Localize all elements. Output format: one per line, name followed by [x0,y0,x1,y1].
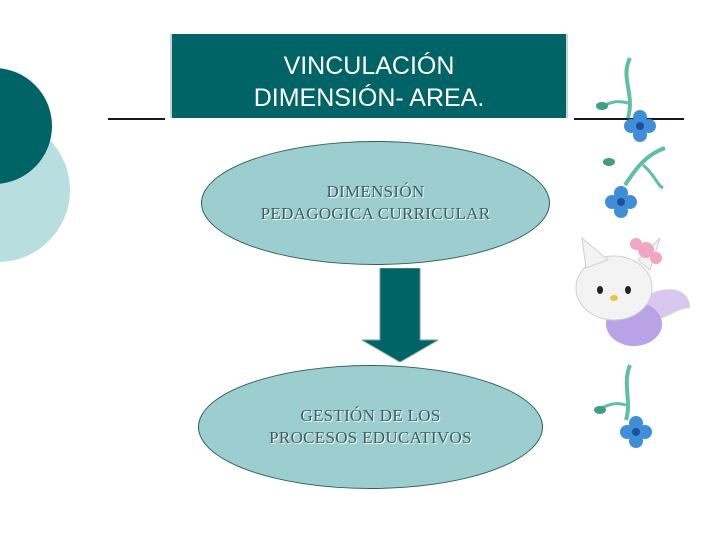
flower-icon [594,364,652,448]
node-gestion-procesos: GESTIÓN DE LOS PROCESOS EDUCATIVOS [198,365,543,489]
node-line-1: GESTIÓN DE LOS [300,406,441,425]
dark-circle-shape [0,68,52,184]
slide-title: VINCULACIÓN DIMENSIÓN- AREA. [170,34,568,118]
title-line-1: VINCULACIÓN [283,52,455,80]
node-line-2: PROCESOS EDUCATIVOS [269,428,472,447]
node-line-1: DIMENSIÓN [326,182,425,201]
node-dimension-pedagogica: DIMENSIÓN PEDAGOGICA CURRICULAR [201,141,550,265]
title-rule-left [108,118,165,120]
title-line-2: DIMENSIÓN- AREA. [253,84,485,112]
node-line-2: PEDAGOGICA CURRICULAR [260,204,491,223]
title-rule-right [574,118,684,120]
cat-angel-icon [575,236,690,346]
flower-icon [603,146,666,218]
left-circle-decoration [0,68,70,262]
down-arrow-icon [362,268,438,362]
flower-icon [596,57,656,142]
